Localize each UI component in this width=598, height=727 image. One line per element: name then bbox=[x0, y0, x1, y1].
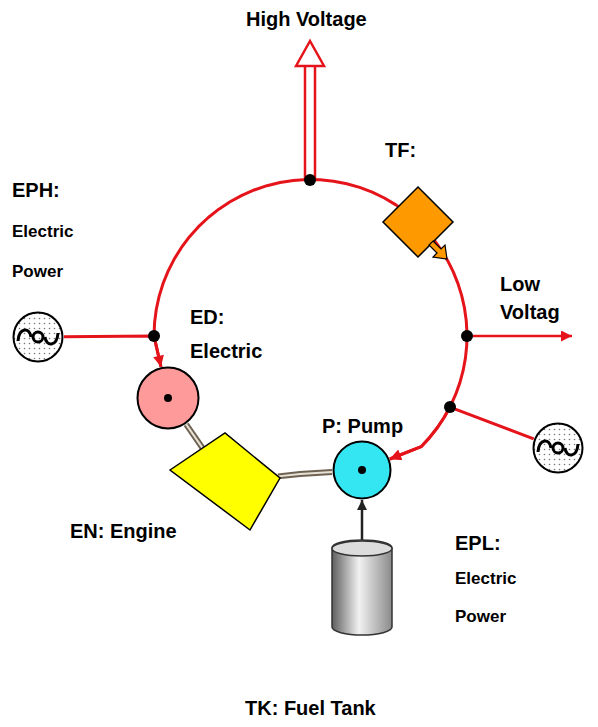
source-circle bbox=[534, 424, 583, 473]
shaft-dot bbox=[164, 394, 172, 402]
node-heading: P: Pump bbox=[322, 414, 422, 438]
connector-layer bbox=[64, 180, 534, 540]
junction-dot bbox=[304, 174, 316, 186]
node-description: Electric Power bbox=[12, 212, 92, 292]
fuel-line bbox=[362, 500, 363, 540]
node-heading: EN: Engine bbox=[70, 518, 200, 544]
ac-symbol bbox=[18, 330, 58, 344]
connector-path bbox=[361, 500, 364, 540]
pump-circle: P: Pump bbox=[332, 440, 392, 500]
power-line bbox=[154, 180, 407, 367]
arrow-shaft bbox=[314, 66, 317, 180]
transformer-output-arrow bbox=[429, 241, 447, 259]
node-heading: EPH: bbox=[12, 172, 92, 208]
wave-stroke bbox=[538, 441, 551, 452]
ac-symbol bbox=[538, 441, 578, 455]
wave-stroke bbox=[45, 333, 58, 344]
shaft-dot bbox=[358, 466, 366, 474]
shape-outline bbox=[332, 440, 392, 500]
node-heading: EPL: bbox=[455, 525, 535, 561]
tank-top bbox=[332, 541, 392, 556]
power-line bbox=[64, 336, 161, 367]
arrow-head bbox=[296, 41, 324, 66]
transformer-body bbox=[383, 187, 453, 257]
shaft-inner bbox=[278, 472, 332, 476]
connector-path bbox=[390, 407, 534, 459]
generator-circle: EPL:Electric Power bbox=[532, 422, 584, 474]
fuel-tank-cylinder: TK: Fuel Tank bbox=[331, 540, 393, 636]
power-line bbox=[390, 407, 534, 459]
low-voltage-arrow bbox=[467, 335, 572, 338]
junction-dots bbox=[148, 174, 473, 413]
voltage-label: Low Voltag bbox=[500, 270, 580, 326]
shape-outline bbox=[532, 422, 584, 474]
transformer-diamond: TF: bbox=[383, 187, 453, 257]
generator-circle: EPH:Electric Power bbox=[12, 311, 64, 363]
wave-stroke bbox=[18, 330, 31, 341]
mechanical-shaft bbox=[186, 424, 202, 448]
wave-stroke bbox=[565, 444, 578, 455]
shaft-outer bbox=[186, 424, 202, 448]
junction-dot bbox=[148, 330, 160, 342]
wave-ring bbox=[553, 443, 563, 453]
junction-dot bbox=[461, 330, 473, 342]
node-heading: TF: bbox=[385, 137, 445, 163]
junction-dot bbox=[444, 401, 456, 413]
shape-outline bbox=[331, 540, 393, 636]
shape-outline bbox=[136, 366, 200, 430]
shape-outline bbox=[12, 311, 64, 363]
node-heading: ED: Electric bbox=[190, 300, 285, 368]
engine-trapezoid: EN: Engine bbox=[168, 430, 284, 534]
machine-circle bbox=[138, 368, 199, 429]
engine-body bbox=[170, 433, 280, 530]
voltage-label: High Voltage bbox=[246, 6, 386, 32]
mechanical-shaft bbox=[278, 472, 332, 476]
arrow-shaft bbox=[304, 66, 307, 180]
tank-body bbox=[332, 540, 392, 635]
node-description: Electric Power bbox=[455, 560, 535, 636]
shaft-inner bbox=[186, 424, 202, 448]
high-voltage-arrow bbox=[296, 41, 324, 180]
source-circle bbox=[14, 313, 63, 362]
connector-path bbox=[154, 180, 407, 367]
machine-circle bbox=[334, 442, 391, 499]
shape-outline bbox=[383, 187, 453, 257]
shaft-outer bbox=[278, 472, 332, 476]
electric-drive-circle: ED: Electric bbox=[136, 366, 200, 430]
shape-outline bbox=[168, 430, 284, 534]
connector-path bbox=[64, 336, 161, 367]
node-heading: TK: Fuel Tank bbox=[245, 696, 405, 720]
wave-ring bbox=[33, 332, 43, 342]
